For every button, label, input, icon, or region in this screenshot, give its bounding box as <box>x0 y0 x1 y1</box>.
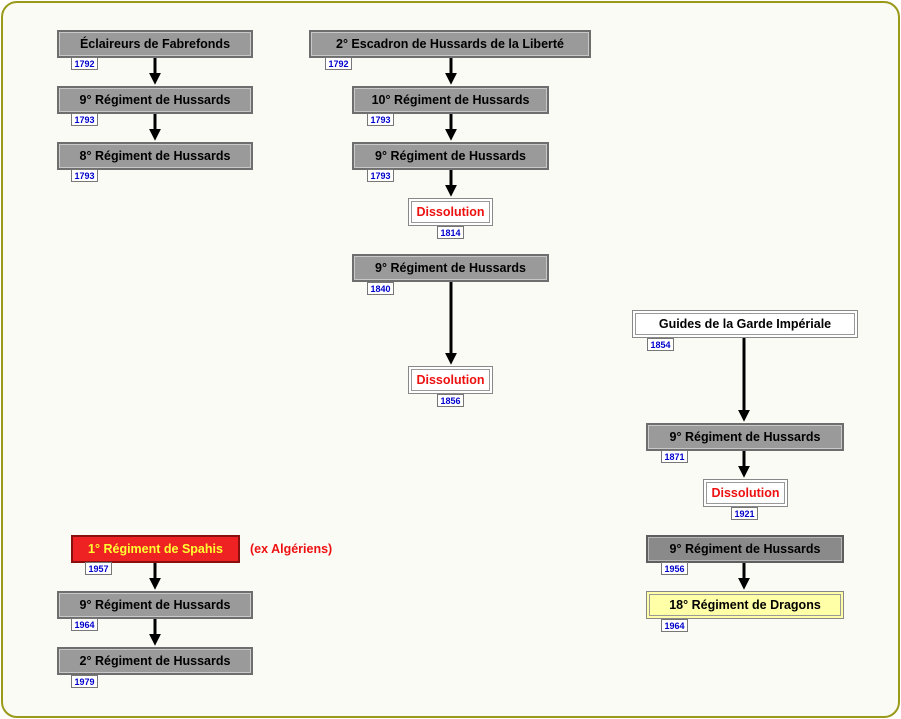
year-label: 1957 <box>85 562 112 575</box>
node-eclaireurs-fabrefonds: Éclaireurs de Fabrefonds <box>57 30 253 58</box>
node-1-spahis: 1° Régiment de Spahis <box>71 535 240 563</box>
year-label: 1871 <box>661 450 688 463</box>
year-label: 1840 <box>367 282 394 295</box>
node-9-hussards: 9° Régiment de Hussards <box>352 142 549 170</box>
year-label: 1854 <box>647 338 674 351</box>
node-9-hussards: 9° Régiment de Hussards <box>57 86 253 114</box>
year-label: 1792 <box>71 57 98 70</box>
node-dissolution: Dissolution <box>408 198 493 226</box>
year-label: 1979 <box>71 675 98 688</box>
node-2-hussards: 2° Régiment de Hussards <box>57 647 253 675</box>
node-18-dragons: 18° Régiment de Dragons <box>646 591 844 619</box>
node-2-escadron-hussards-liberte: 2° Escadron de Hussards de la Liberté <box>309 30 591 58</box>
node-dissolution: Dissolution <box>703 479 788 507</box>
year-label: 1793 <box>367 113 394 126</box>
node-9-hussards: 9° Régiment de Hussards <box>646 423 844 451</box>
year-label: 1964 <box>661 619 688 632</box>
node-9-hussards: 9° Régiment de Hussards <box>646 535 844 563</box>
year-label: 1921 <box>731 507 758 520</box>
year-label: 1856 <box>437 394 464 407</box>
year-label: 1793 <box>71 113 98 126</box>
year-label: 1793 <box>71 169 98 182</box>
year-label: 1964 <box>71 618 98 631</box>
node-note: (ex Algériens) <box>250 542 333 556</box>
node-guides-garde-imperiale: Guides de la Garde Impériale <box>632 310 858 338</box>
node-10-hussards: 10° Régiment de Hussards <box>352 86 549 114</box>
year-label: 1814 <box>437 226 464 239</box>
node-8-hussards: 8° Régiment de Hussards <box>57 142 253 170</box>
node-dissolution: Dissolution <box>408 366 493 394</box>
year-label: 1793 <box>367 169 394 182</box>
node-9-hussards: 9° Régiment de Hussards <box>352 254 549 282</box>
year-label: 1792 <box>325 57 352 70</box>
node-9-hussards: 9° Régiment de Hussards <box>57 591 253 619</box>
year-label: 1956 <box>661 562 688 575</box>
